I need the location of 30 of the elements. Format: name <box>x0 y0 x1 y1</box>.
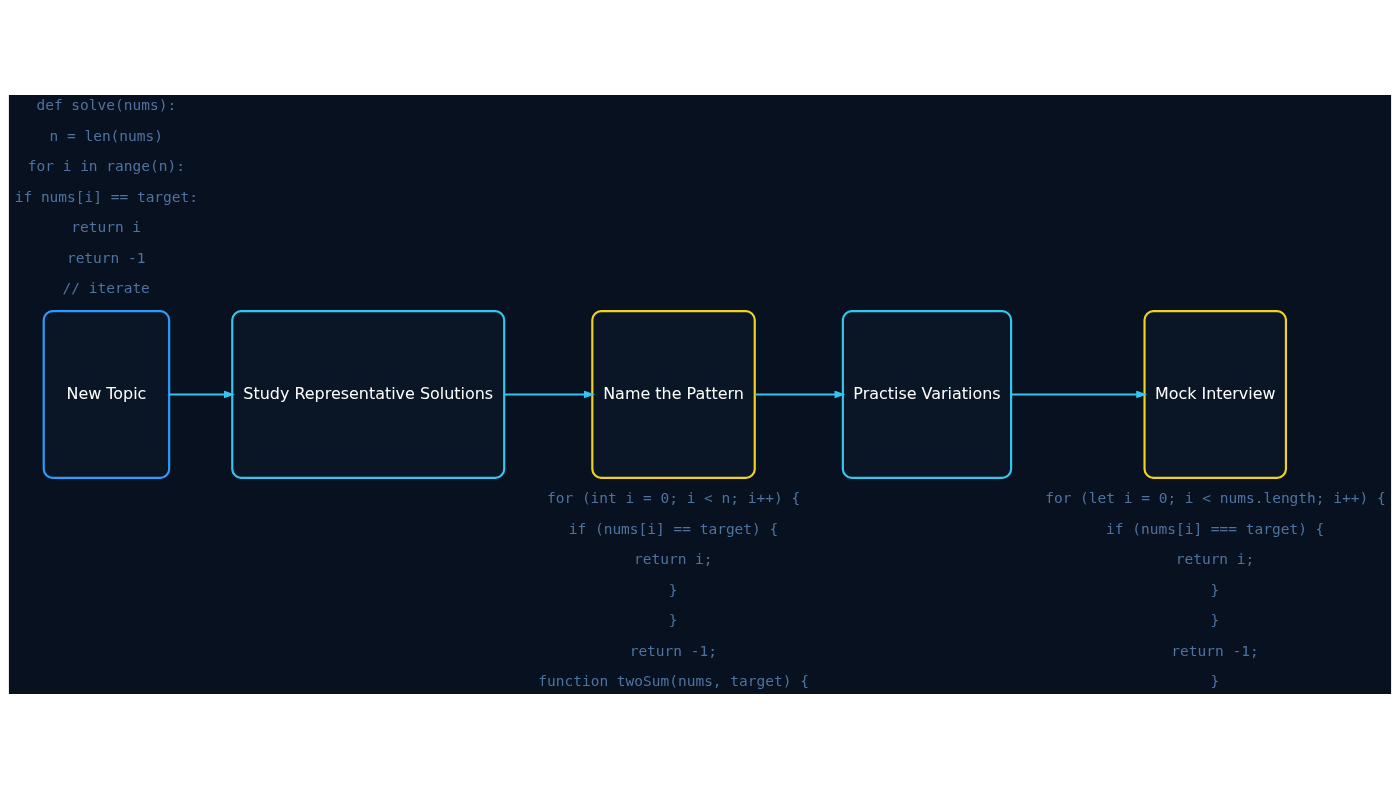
label: if nums[i] == target: <box>14 188 199 205</box>
label: return -1 <box>66 249 146 266</box>
arrow <box>168 390 235 398</box>
node-box: New Topic <box>42 309 171 479</box>
label: function twoSum(nums, target) { <box>538 672 809 689</box>
label: } <box>1210 581 1220 598</box>
label: for (int i = 0; i < n; i++) { <box>546 489 801 506</box>
arrow <box>754 390 846 398</box>
label: return i <box>71 218 142 235</box>
label: } <box>1210 672 1220 689</box>
label: for i in range(n): <box>27 157 185 174</box>
label: return -1; <box>1171 642 1259 659</box>
label: def solve(nums): <box>36 96 177 113</box>
label: } <box>668 581 678 598</box>
label: if (nums[i] == target) { <box>568 520 779 537</box>
arrow <box>1010 390 1148 398</box>
node-box: Practise Variations <box>841 309 1013 479</box>
label: n = len(nums) <box>49 127 164 144</box>
node-box: Mock Interview <box>1143 309 1288 479</box>
label: } <box>668 611 678 628</box>
arrow <box>503 390 595 398</box>
label: return i; <box>1175 550 1255 567</box>
label: return i; <box>634 550 713 567</box>
label: return -1; <box>629 642 717 659</box>
label: } <box>1210 611 1220 628</box>
node-box: Study Representative Solutions <box>231 309 506 479</box>
label: // iterate <box>62 279 150 296</box>
label: for (let i = 0; i < nums.length; i++) { <box>1045 489 1386 506</box>
node-box: Name the Pattern <box>591 309 756 479</box>
label: if (nums[i] === target) { <box>1106 520 1325 537</box>
